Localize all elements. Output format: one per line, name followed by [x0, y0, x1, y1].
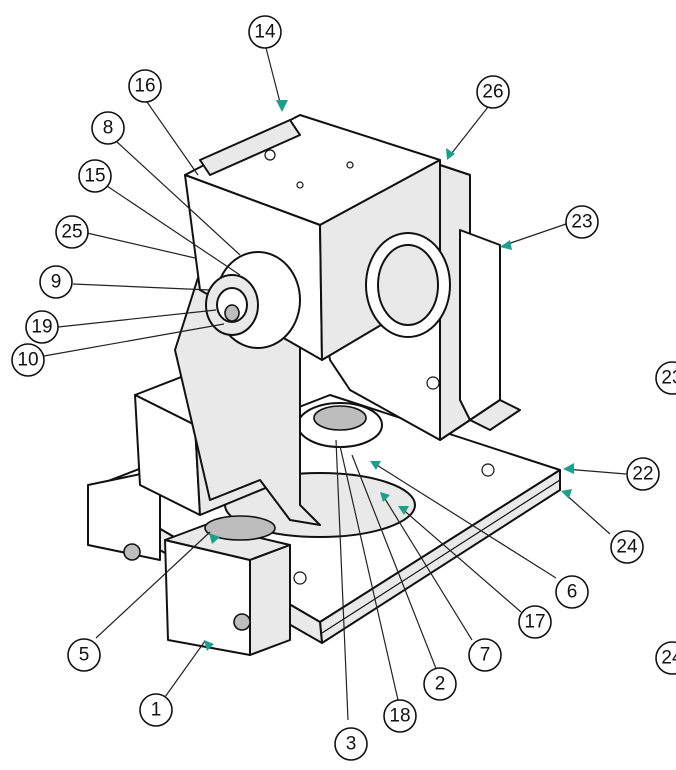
callout-balloon-9: 9	[39, 265, 73, 299]
callout-balloon-2: 2	[423, 667, 457, 701]
side-plate	[459, 229, 501, 421]
svg-text:3: 3	[346, 734, 357, 755]
svg-text:23: 23	[661, 368, 676, 389]
svg-text:19: 19	[31, 317, 52, 338]
callout-balloon-24: 24	[610, 530, 644, 564]
callout-balloon-1: 1	[139, 693, 173, 727]
mechanism-drawing	[87, 114, 561, 656]
svg-text:24: 24	[616, 537, 638, 558]
svg-text:9: 9	[51, 272, 62, 293]
callout-balloon-10: 10	[11, 343, 45, 377]
callout-balloon-16: 16	[128, 69, 162, 103]
svg-text:24: 24	[661, 648, 676, 669]
svg-text:10: 10	[17, 350, 38, 371]
callout-balloon-23: 23	[565, 205, 599, 239]
clamp-block-left	[87, 469, 161, 561]
callout-balloon-8: 8	[91, 111, 125, 145]
svg-text:17: 17	[524, 612, 545, 633]
svg-text:14: 14	[254, 22, 276, 43]
callout-balloon-14: 14	[248, 15, 282, 49]
svg-text:8: 8	[103, 118, 114, 139]
svg-text:26: 26	[482, 82, 503, 103]
callout-balloon-5: 5	[67, 638, 101, 672]
callout-balloon-23-clipped: 23	[655, 361, 676, 395]
svg-text:5: 5	[79, 645, 90, 666]
svg-text:22: 22	[632, 464, 653, 485]
svg-text:2: 2	[435, 674, 446, 695]
callout-balloon-22: 22	[626, 457, 660, 491]
svg-text:25: 25	[61, 222, 82, 243]
callout-balloon-18: 18	[383, 699, 417, 733]
svg-text:23: 23	[571, 212, 592, 233]
svg-text:6: 6	[567, 582, 578, 603]
callout-balloon-25: 25	[55, 215, 89, 249]
svg-text:18: 18	[389, 706, 410, 727]
callout-balloon-19: 19	[25, 310, 59, 344]
callout-balloon-3: 3	[334, 727, 368, 761]
callout-balloon-24-clipped: 24	[655, 641, 676, 675]
callout-balloon-17: 17	[518, 605, 552, 639]
callout-balloon-26: 26	[476, 75, 510, 109]
svg-text:15: 15	[84, 166, 105, 187]
arrowheads	[204, 100, 574, 651]
svg-text:1: 1	[151, 700, 162, 721]
callout-balloon-6: 6	[555, 575, 589, 609]
callout-balloon-15: 15	[78, 159, 112, 193]
svg-text:16: 16	[134, 76, 155, 97]
callout-balloon-7: 7	[468, 638, 502, 672]
leader-lines	[43, 47, 627, 721]
svg-text:7: 7	[480, 645, 491, 666]
